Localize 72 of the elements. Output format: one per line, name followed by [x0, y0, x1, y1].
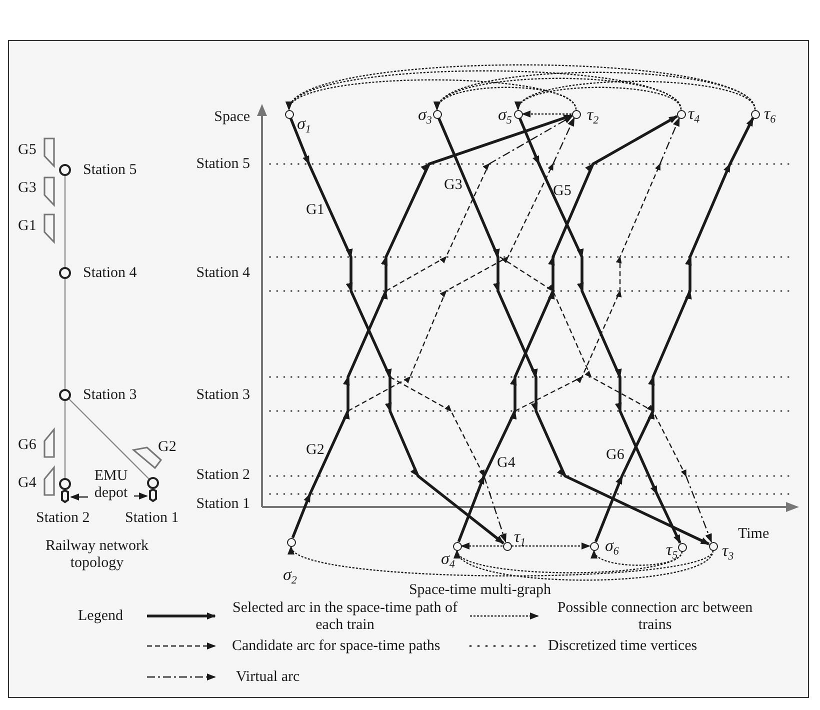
text-label: Space: [213, 109, 250, 126]
text-label: G4: [18, 475, 36, 492]
vertex-label: τ$_{6}$: [764, 105, 776, 124]
track-line: [64, 279, 66, 389]
text-label: G2: [306, 442, 324, 458]
connection-arc: [460, 542, 502, 550]
connection-arc: [522, 110, 572, 118]
legend-text: Discretized time vertices: [548, 638, 698, 654]
text-label: Station 4: [195, 265, 250, 282]
vertex-label: τ$_{2}$: [587, 106, 599, 125]
vertex-label: σ$_{3}$: [418, 106, 432, 125]
text-label: Space-time multi-graph: [408, 582, 552, 598]
text-label: Legend: [78, 608, 123, 624]
text-label: Station 3: [195, 387, 250, 404]
text-label: Station 1: [195, 496, 250, 512]
vertex-label: τ$_{1}$: [514, 528, 526, 547]
station-label: Station 2: [36, 510, 90, 526]
vertex-label: σ$_{4}$: [441, 550, 455, 569]
track-line: [64, 401, 66, 478]
candidate-arc-arrow: [514, 118, 680, 412]
train-path-arrow: [457, 115, 678, 542]
text-label: Time: [738, 526, 770, 542]
vertex-label: τ$_{4}$: [688, 105, 700, 124]
text-label: G6: [18, 437, 36, 454]
candidate-arc-arrow: [500, 256, 712, 542]
text-label: Station 2: [195, 467, 250, 484]
text-label: G4: [497, 455, 516, 472]
train-path-arrow: [289, 118, 504, 544]
connection-arc: [288, 64, 756, 110]
candidate-arc-arrow: [389, 376, 506, 542]
vertex-label: σ$_{6}$: [605, 537, 619, 556]
connection-arc: [290, 546, 714, 576]
connection-arc: [593, 550, 683, 566]
depot-label: EMU depot: [88, 468, 134, 502]
train-path-arrow: [291, 114, 572, 538]
text-label: G3: [18, 180, 36, 196]
legend-text: Virtual arc: [236, 669, 300, 686]
train-path-arrow: [518, 118, 682, 544]
connection-arc: [512, 542, 590, 550]
station-label: Station 5: [83, 162, 137, 178]
station-symbol: [59, 478, 71, 504]
vertex-label: σ$_{1}$: [297, 115, 311, 134]
station-label: Station 3: [83, 387, 137, 404]
station-label: Station 4: [83, 265, 137, 282]
vertex-label: τ$_{5}$: [666, 541, 678, 560]
train-path-arrow: [594, 117, 754, 542]
text-label: G5: [18, 142, 36, 158]
track-line: [64, 176, 66, 267]
text-label: G5: [553, 183, 572, 200]
vertex-label: τ$_{3}$: [722, 542, 734, 561]
text-label: G2: [158, 439, 176, 456]
text-label: G3: [444, 177, 462, 194]
arrow: [70, 494, 88, 500]
connection-arc: [456, 550, 682, 574]
legend-text: Possible connection arc between trains: [556, 600, 754, 633]
legend-text: Selected arc in the space-time path of each train: [232, 600, 458, 633]
legend-text: Candidate arc for space-time paths: [232, 638, 440, 654]
train-path-arrow: [437, 118, 710, 546]
station-label: Station 1: [125, 510, 179, 526]
station-symbol: [147, 477, 159, 503]
vertex-label: σ$_{2}$: [283, 566, 297, 585]
arrow: [134, 492, 148, 500]
text-label: G6: [606, 447, 624, 464]
candidate-arc-arrow: [385, 116, 572, 292]
text-label: G1: [18, 218, 36, 234]
track-line: [68, 398, 150, 480]
vertex-label: σ$_{5}$: [498, 106, 512, 125]
connection-arc: [517, 80, 756, 110]
candidate-arc-arrow: [347, 118, 575, 412]
text-label: Station 5: [195, 156, 250, 172]
text-label: Railway network topology: [44, 538, 150, 571]
text-label: G1: [306, 202, 324, 218]
